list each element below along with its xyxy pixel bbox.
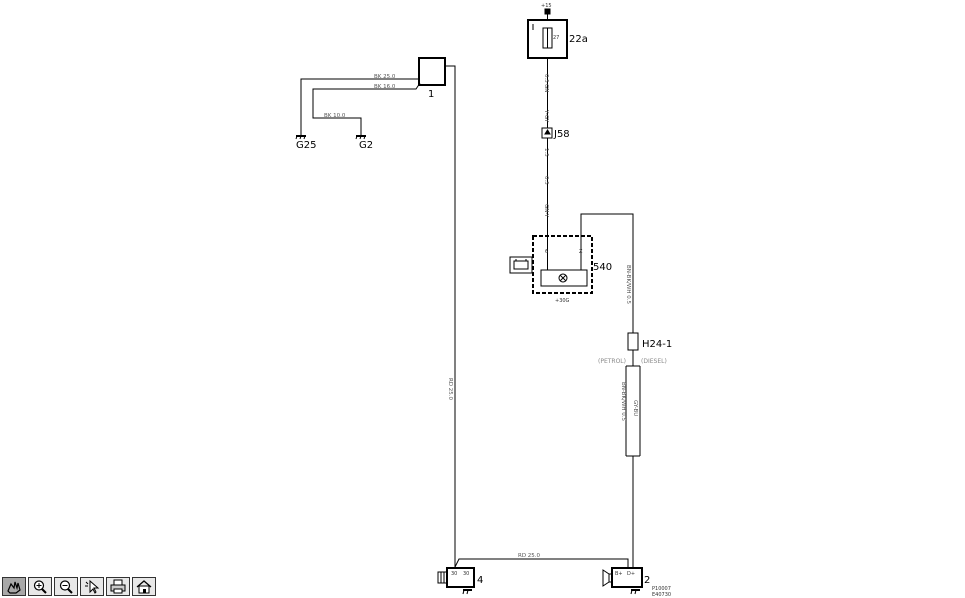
component-2-box[interactable] — [611, 567, 643, 588]
printer-icon — [110, 579, 126, 594]
wire-rd25-vertical — [445, 65, 456, 567]
splice-j58-label: J58 — [553, 129, 570, 140]
battery-icon — [509, 256, 533, 274]
wire-22a-label-b: GN — [543, 84, 549, 92]
wire-bk16 — [312, 82, 421, 133]
component-540-label: 540 — [593, 262, 612, 273]
wire-j58-label-c: GN-Y — [543, 204, 549, 218]
wire-h241-label-a: BN-BK/WH 0.5 — [620, 382, 626, 421]
wire-540-h241 — [580, 213, 634, 333]
print-button[interactable] — [106, 577, 130, 596]
ground-g25-icon — [295, 133, 306, 140]
ground-4-icon — [462, 589, 472, 595]
component-22a-label: 22a — [569, 34, 588, 45]
footer-line2: E40730 — [652, 592, 671, 598]
connector-h241-label: H24-1 — [642, 339, 672, 350]
pin-540-left: 6 — [545, 249, 548, 255]
wire-h241-label-b: GY-BU — [632, 400, 638, 416]
select-tool-button[interactable] — [80, 577, 104, 596]
variant-petrol-label: (PETROL) — [598, 358, 626, 365]
wire-rd25-vertical-label: RD 25.0 — [447, 378, 453, 401]
wire-rd25-horizontal-label: RD 25.0 — [518, 553, 541, 559]
zoom-out-icon — [59, 580, 73, 594]
pin-2-left: B+ — [615, 571, 623, 577]
wire-rd25-horizontal — [454, 558, 629, 568]
connector-h241[interactable] — [627, 332, 639, 351]
wire-22a-label-c: Y-GY — [543, 109, 549, 123]
viewer-toolbar — [2, 577, 156, 597]
pin-540-right: Z — [579, 249, 583, 255]
wire-bk25-label: BK 25.0 — [374, 74, 396, 80]
zoom-in-button[interactable] — [28, 577, 52, 596]
ground-g25-label: G25 — [296, 140, 316, 151]
warning-lamp-icon — [558, 273, 568, 283]
variant-diesel-label: (DIESEL) — [641, 358, 667, 365]
supply-label: +15 — [541, 3, 552, 9]
starter-motor-icon — [437, 571, 448, 584]
ground-g2-label: G2 — [359, 140, 373, 151]
wire-bk10-label: BK 10.0 — [324, 113, 346, 119]
ground-g2-icon — [355, 133, 366, 140]
wire-j58-label-a: 1.5 — [543, 148, 549, 157]
pin-2-right: D+ — [627, 571, 635, 577]
supply-terminal — [544, 8, 551, 15]
alternator-pulley-icon — [602, 569, 612, 587]
arrow-up-icon — [544, 129, 551, 135]
component-2-label: 2 — [644, 575, 650, 586]
home-icon — [136, 580, 152, 594]
wire-j58-label-b: 0.5 — [543, 176, 549, 185]
component-540-bottom: +30G — [555, 298, 570, 304]
footer-line1: P10007 — [652, 586, 671, 592]
hand-icon — [7, 581, 21, 594]
zoom-in-icon — [33, 580, 47, 594]
fuse-pin-label: 27 — [553, 35, 559, 41]
wire-540-label: BN-BK/WH 0.5 — [625, 265, 631, 304]
component-540-box[interactable] — [532, 235, 593, 294]
component-1-box[interactable] — [418, 57, 446, 86]
ground-2-icon — [630, 589, 640, 595]
wire-bk16-label: BK 16.0 — [374, 84, 396, 90]
home-button[interactable] — [132, 577, 156, 596]
pin-4-left: 30 — [451, 571, 457, 577]
wire-22a-label-a: 0.5 — [543, 74, 549, 83]
pin-4-right: 30 — [463, 571, 469, 577]
cursor-icon — [85, 579, 100, 594]
component-4-label: 4 — [477, 575, 483, 586]
pan-tool-button[interactable] — [2, 577, 26, 596]
component-1-label: 1 — [428, 89, 434, 100]
zoom-out-button[interactable] — [54, 577, 78, 596]
wire-bk25 — [300, 78, 420, 133]
